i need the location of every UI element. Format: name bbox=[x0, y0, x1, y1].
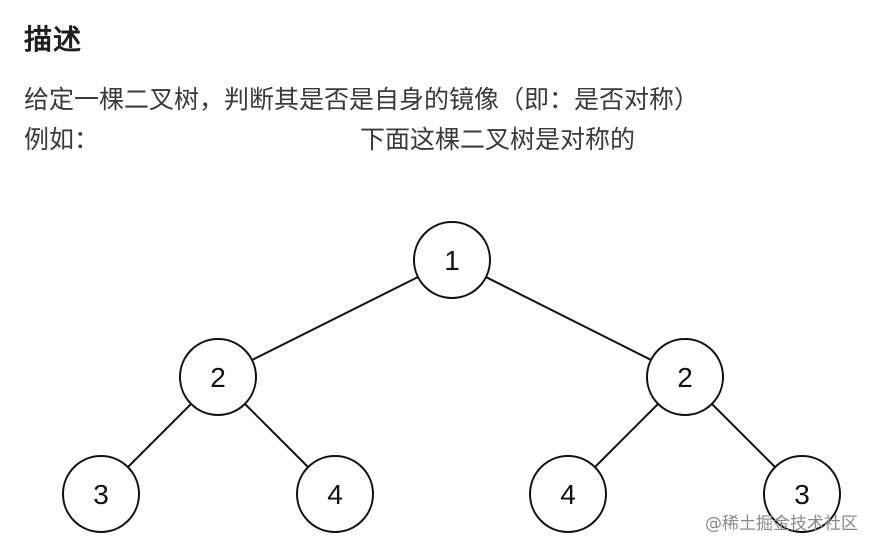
tree-edge-n2r-n3r bbox=[711, 403, 776, 468]
tree-node-circle bbox=[296, 455, 374, 533]
tree-node-label: 2 bbox=[677, 362, 693, 393]
tree-node-n2r: 2 bbox=[646, 338, 724, 416]
example-label: 例如： bbox=[24, 125, 100, 154]
tree-node-n2l: 2 bbox=[179, 338, 257, 416]
tree-edge-n2l-n3l bbox=[127, 403, 192, 468]
tree-node-n4r: 4 bbox=[529, 455, 607, 533]
tree-edge-n1-n2l bbox=[251, 276, 419, 361]
tree-node-label: 4 bbox=[560, 479, 576, 510]
tree-edge-n2l-n4l bbox=[244, 403, 309, 468]
page-heading: 描述 bbox=[24, 23, 83, 56]
tree-node-circle bbox=[646, 338, 724, 416]
tree-edge-n2r-n4r bbox=[594, 403, 659, 468]
tree-node-circle bbox=[529, 455, 607, 533]
tree-node-n1: 1 bbox=[413, 221, 491, 299]
tree-node-label: 4 bbox=[327, 479, 343, 510]
diagram-caption: 下面这棵二叉树是对称的 bbox=[360, 125, 636, 154]
tree-node-label: 3 bbox=[794, 479, 810, 510]
tree-node-circle bbox=[763, 455, 841, 533]
tree-node-label: 2 bbox=[210, 362, 226, 393]
tree-node-label: 3 bbox=[93, 479, 109, 510]
problem-description: 给定一棵二叉树，判断其是否是自身的镜像（即：是否对称） bbox=[24, 85, 700, 114]
tree-edge-n1-n2r bbox=[485, 276, 652, 361]
tree-node-circle bbox=[179, 338, 257, 416]
tree-node-n3r: 3 bbox=[763, 455, 841, 533]
tree-node-n4l: 4 bbox=[296, 455, 374, 533]
watermark: @稀土掘金技术社区 bbox=[705, 514, 858, 534]
tree-node-label: 1 bbox=[444, 245, 460, 276]
tree-node-circle bbox=[62, 455, 140, 533]
tree-node-circle bbox=[413, 221, 491, 299]
tree-node-n3l: 3 bbox=[62, 455, 140, 533]
